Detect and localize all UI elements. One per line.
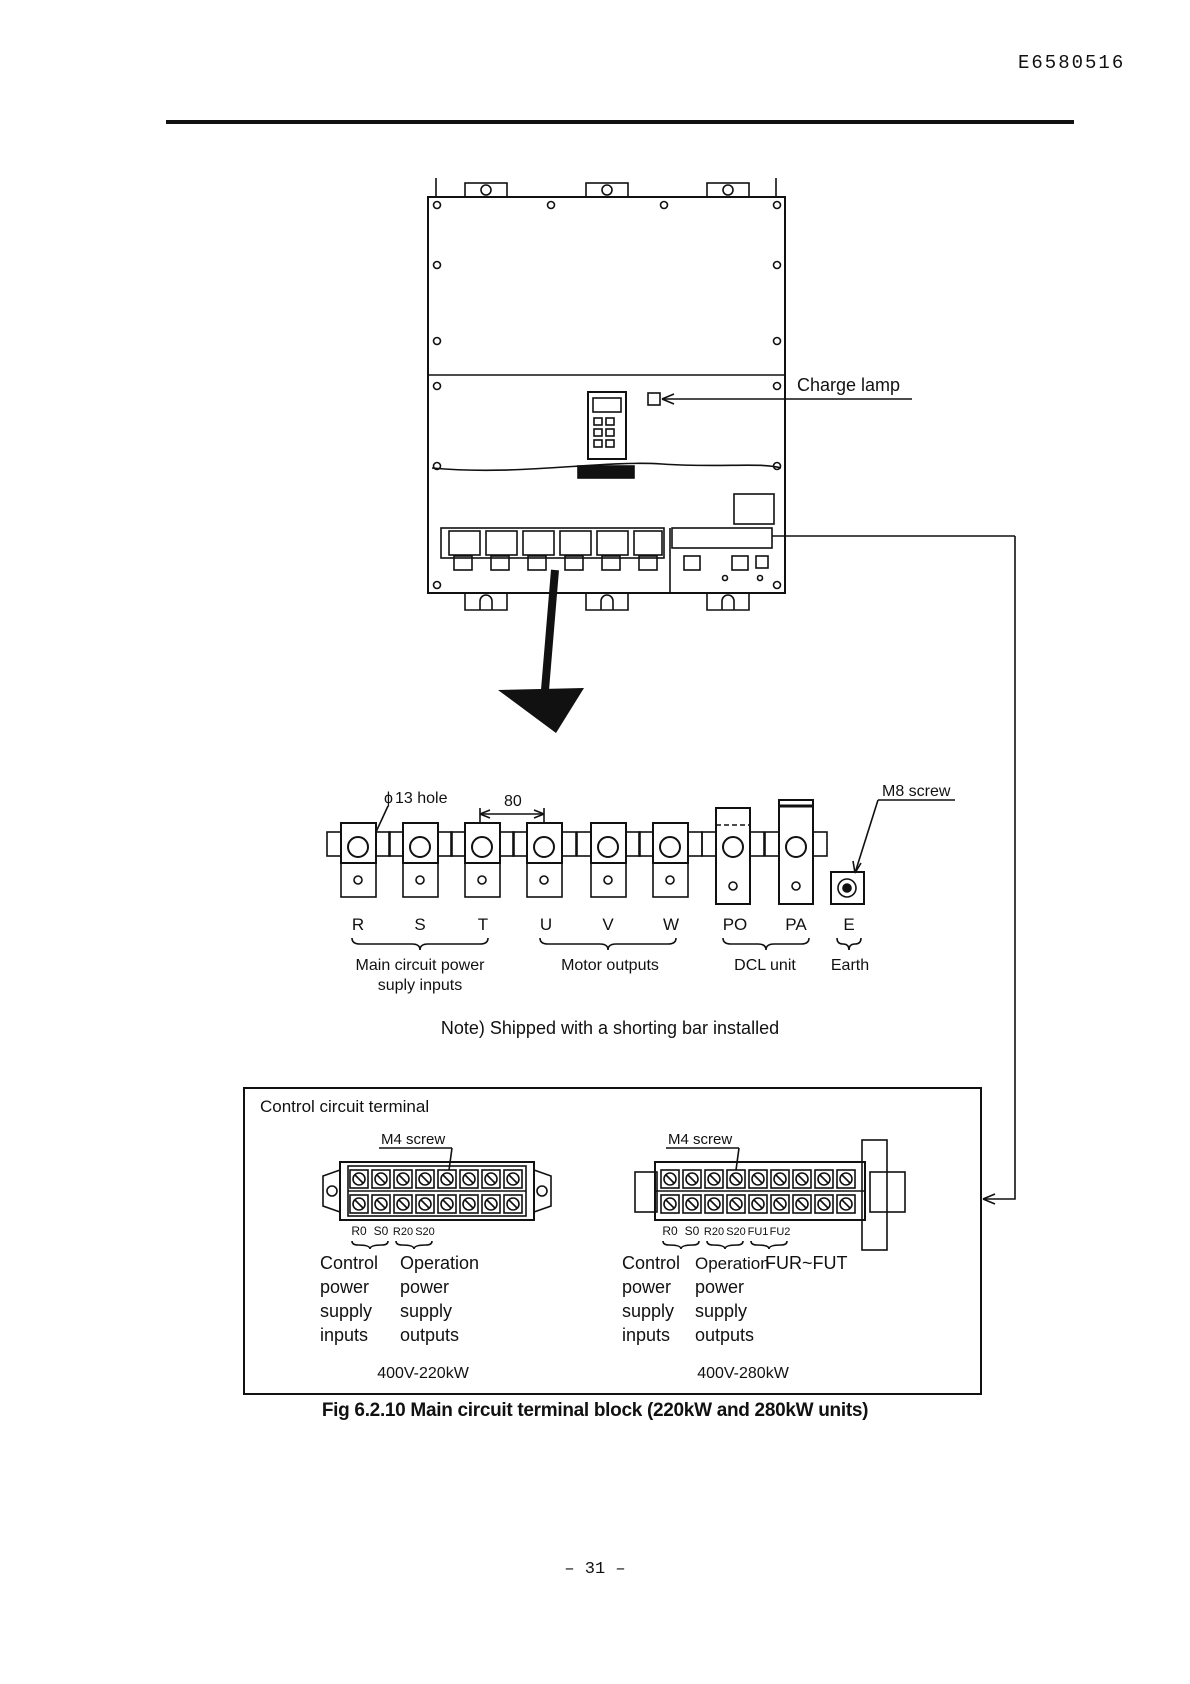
right-group1-line3: supply	[622, 1301, 674, 1321]
control-connection-line	[983, 536, 1016, 1200]
left-group1-line4: inputs	[320, 1325, 368, 1345]
main-terminal-block: ϕ 13 hole 80 M8 screw	[326, 783, 955, 1038]
left-group2-line4: outputs	[400, 1325, 459, 1345]
terminal-W	[638, 822, 703, 898]
shorting-bar-note: Note) Shipped with a shorting bar instal…	[441, 1018, 779, 1038]
left-m4-screw-label: M4 screw	[381, 1131, 445, 1148]
terminal-R	[326, 822, 391, 898]
right-term-R20: R20	[704, 1226, 724, 1238]
charge-lamp-label: Charge lamp	[797, 375, 900, 395]
terminal-S	[388, 822, 453, 898]
operation-panel	[577, 391, 635, 479]
top-mount-tabs	[435, 178, 777, 198]
group-main-power-line1: Main circuit power	[356, 957, 486, 974]
right-group2-line3: supply	[695, 1301, 747, 1321]
document-id: E6580516	[1018, 52, 1126, 74]
charge-lamp-indicator	[647, 392, 661, 406]
right-group2-line2: power	[695, 1277, 744, 1297]
label-S: S	[414, 915, 425, 934]
right-term-S20: S20	[726, 1226, 746, 1238]
label-V: V	[602, 915, 614, 934]
terminal-V	[576, 822, 641, 898]
right-term-R0: R0	[662, 1224, 678, 1238]
label-U: U	[540, 915, 552, 934]
label-E: E	[843, 915, 854, 934]
right-term-FU1: FU1	[748, 1226, 769, 1238]
terminal-T	[450, 822, 515, 898]
right-group1-line2: power	[622, 1277, 671, 1297]
m8-screw-label: M8 screw	[882, 783, 951, 800]
right-model-label: 400V-280kW	[697, 1365, 790, 1382]
brace-earth	[836, 937, 862, 951]
pitch-label: 80	[504, 793, 522, 810]
inverter-terminal-rail	[440, 493, 1015, 593]
right-term-FU2: FU2	[770, 1226, 791, 1238]
left-model-label: 400V-220kW	[377, 1365, 470, 1382]
figure-caption: Fig 6.2.10 Main circuit terminal block (…	[321, 1400, 869, 1421]
terminal-U	[512, 822, 577, 898]
control-box-title: Control circuit terminal	[260, 1097, 429, 1116]
right-group1-line1: Control	[622, 1253, 680, 1273]
left-group1-line2: power	[320, 1277, 369, 1297]
brace-main-power	[351, 937, 489, 951]
right-terminal-screws	[660, 1169, 856, 1214]
inverter-unit	[427, 178, 1015, 611]
group-motor: Motor outputs	[561, 957, 659, 974]
zoom-arrow	[498, 569, 584, 733]
mount-holes	[432, 200, 782, 590]
label-PO: PO	[723, 915, 748, 934]
label-R: R	[352, 915, 364, 934]
left-term-R0: R0	[351, 1224, 367, 1238]
label-W: W	[663, 915, 679, 934]
left-term-R20: R20	[393, 1226, 413, 1238]
left-group2-line3: supply	[400, 1301, 452, 1321]
brace-dcl	[722, 937, 810, 951]
right-group2-line1: Operation	[695, 1254, 770, 1273]
terminal-E	[830, 871, 865, 905]
left-group1-line1: Control	[320, 1253, 378, 1273]
right-m4-screw-label: M4 screw	[668, 1131, 732, 1148]
left-term-S20: S20	[415, 1226, 435, 1238]
brace-motor	[539, 937, 677, 951]
group-main-power-line2: suply inputs	[378, 977, 463, 994]
header-rule	[166, 120, 1074, 124]
label-PA: PA	[785, 915, 807, 934]
page-number: – 31 –	[564, 1560, 626, 1579]
right-group3-label: FUR~FUT	[765, 1253, 848, 1273]
group-dcl: DCL unit	[734, 957, 796, 974]
label-T: T	[478, 915, 488, 934]
left-term-S0: S0	[374, 1224, 389, 1238]
control-terminal-220kw: M4 screw	[320, 1131, 552, 1382]
right-group2-line4: outputs	[695, 1325, 754, 1345]
hole-label: 13 hole	[395, 790, 448, 807]
control-circuit-box: Control circuit terminal M4 screw	[243, 1087, 982, 1395]
right-term-S0: S0	[685, 1224, 700, 1238]
left-group2-line2: power	[400, 1277, 449, 1297]
terminal-PO	[701, 807, 765, 905]
left-terminal-screws	[349, 1169, 523, 1214]
bottom-mount-tabs	[464, 593, 750, 611]
hole-symbol: ϕ	[384, 790, 393, 807]
left-group1-line3: supply	[320, 1301, 372, 1321]
right-group1-line4: inputs	[622, 1325, 670, 1345]
terminal-PA	[764, 799, 828, 905]
control-terminal-280kw: M4 screw	[622, 1131, 906, 1382]
group-earth: Earth	[831, 957, 869, 974]
left-group2-line1: Operation	[400, 1253, 479, 1273]
